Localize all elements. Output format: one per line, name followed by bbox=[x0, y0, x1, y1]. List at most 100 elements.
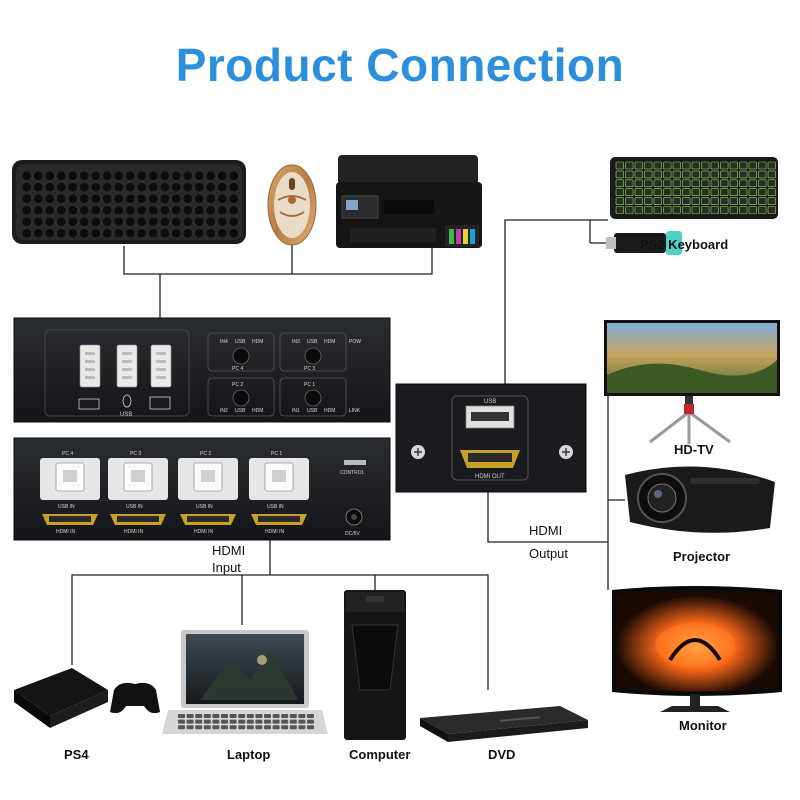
key bbox=[171, 170, 182, 181]
key bbox=[178, 714, 185, 718]
key bbox=[739, 179, 748, 188]
hdmi-input-label-line1: HDMI bbox=[212, 543, 246, 558]
key bbox=[634, 197, 643, 205]
key bbox=[691, 161, 700, 170]
key bbox=[113, 182, 124, 193]
key bbox=[148, 216, 159, 227]
extender-hdmi-out-label: HDMI OUT bbox=[475, 474, 505, 480]
key bbox=[125, 216, 136, 227]
key bbox=[758, 161, 767, 170]
dvd-label: DVD bbox=[488, 747, 516, 762]
key bbox=[228, 228, 239, 239]
key bbox=[44, 228, 55, 239]
key bbox=[182, 205, 193, 216]
key bbox=[228, 216, 239, 227]
key bbox=[720, 197, 729, 205]
key bbox=[281, 714, 289, 718]
key bbox=[171, 182, 182, 193]
projector bbox=[625, 466, 775, 533]
key bbox=[90, 228, 101, 239]
back-port-pc2 bbox=[178, 458, 238, 525]
computer-tower bbox=[344, 590, 406, 740]
key bbox=[67, 205, 78, 216]
key bbox=[672, 197, 681, 205]
key bbox=[79, 216, 90, 227]
front-pow-label: POW bbox=[349, 339, 361, 345]
key bbox=[758, 179, 767, 188]
kvm-back-panel: PC 4 PC 3 PC 2 PC 1 USB IN USB IN USB IN… bbox=[13, 437, 391, 541]
dvd-player bbox=[420, 706, 588, 742]
key bbox=[159, 205, 170, 216]
front-in2-label: IN2 bbox=[220, 408, 228, 414]
key bbox=[182, 182, 193, 193]
key bbox=[125, 205, 136, 216]
key bbox=[90, 182, 101, 193]
key bbox=[691, 188, 700, 196]
key bbox=[672, 170, 681, 179]
hdmi-input-bus bbox=[71, 574, 489, 690]
key bbox=[748, 197, 757, 205]
key bbox=[228, 205, 239, 216]
key bbox=[264, 725, 271, 730]
key bbox=[767, 188, 776, 196]
control-port bbox=[344, 460, 366, 465]
key bbox=[710, 188, 719, 196]
key bbox=[217, 193, 228, 204]
key bbox=[729, 179, 738, 188]
key bbox=[136, 182, 147, 193]
computer-label: Computer bbox=[349, 747, 411, 762]
key bbox=[710, 197, 719, 205]
key bbox=[682, 197, 691, 205]
key bbox=[186, 719, 194, 724]
key bbox=[79, 205, 90, 216]
key bbox=[634, 188, 643, 196]
key bbox=[748, 170, 757, 179]
key bbox=[182, 216, 193, 227]
key bbox=[67, 216, 78, 227]
key bbox=[148, 228, 159, 239]
front-in4-usb-label: USB bbox=[235, 339, 246, 345]
key bbox=[710, 161, 719, 170]
key bbox=[672, 161, 681, 170]
key bbox=[625, 197, 634, 205]
key bbox=[102, 182, 113, 193]
key bbox=[739, 161, 748, 170]
key bbox=[186, 725, 194, 730]
key bbox=[194, 170, 205, 181]
key bbox=[625, 161, 634, 170]
monitor-label: Monitor bbox=[679, 718, 727, 733]
front-in1-hdm-label: HDM bbox=[324, 408, 335, 414]
key bbox=[272, 714, 280, 718]
key bbox=[298, 725, 306, 730]
key bbox=[67, 193, 78, 204]
hdmi-output-label-line1: HDMI bbox=[529, 523, 563, 538]
front-in1-usb-label: USB bbox=[307, 408, 318, 414]
key bbox=[178, 725, 185, 730]
key bbox=[307, 719, 314, 724]
key bbox=[729, 197, 738, 205]
key bbox=[90, 193, 101, 204]
key bbox=[682, 170, 691, 179]
key bbox=[217, 228, 228, 239]
key bbox=[102, 228, 113, 239]
front-pc2-label: PC 2 bbox=[232, 382, 243, 388]
key bbox=[729, 161, 738, 170]
key bbox=[195, 714, 203, 718]
key bbox=[767, 170, 776, 179]
key bbox=[102, 193, 113, 204]
key bbox=[748, 188, 757, 196]
key bbox=[748, 179, 757, 188]
key bbox=[298, 719, 306, 724]
key bbox=[289, 725, 297, 730]
key bbox=[672, 206, 681, 214]
key bbox=[238, 714, 246, 718]
back-port-pc4 bbox=[40, 458, 100, 525]
key bbox=[307, 714, 314, 718]
key bbox=[615, 179, 624, 188]
extender-hdmi-line bbox=[487, 480, 608, 543]
key bbox=[748, 206, 757, 214]
key bbox=[739, 188, 748, 196]
back-pc3-usb-in-label: USB IN bbox=[126, 504, 143, 510]
